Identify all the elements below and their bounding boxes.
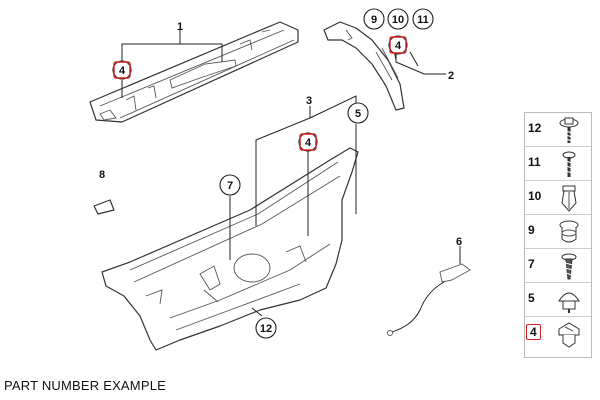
svg-text:9: 9 xyxy=(371,14,377,26)
legend-number: 11 xyxy=(528,155,541,169)
legend-row-10: 10 xyxy=(525,181,591,215)
svg-text:10: 10 xyxy=(392,14,404,26)
svg-text:5: 5 xyxy=(355,108,361,120)
expanding-nut-icon xyxy=(561,185,577,212)
callout-8: 8 xyxy=(99,169,105,181)
legend-row-11: 11 xyxy=(525,147,591,181)
callout-10: 10 xyxy=(387,8,409,30)
legend-row-5: 5 xyxy=(525,283,591,317)
svg-text:11: 11 xyxy=(417,14,429,26)
legend-number: 9 xyxy=(528,223,535,237)
trim-clip-icon xyxy=(558,322,580,348)
legend-number: 12 xyxy=(528,121,542,135)
callout-7: 7 xyxy=(219,174,241,196)
legend-row-7: 7 xyxy=(525,249,591,283)
svg-text:4: 4 xyxy=(305,137,312,149)
callout-1: 1 xyxy=(177,21,183,33)
legend-number: 10 xyxy=(528,189,542,203)
callout-4a: 4 xyxy=(112,60,132,80)
callout-4c: 4 xyxy=(298,132,318,152)
part-8-pad xyxy=(93,199,115,215)
legend-number: 7 xyxy=(528,257,535,271)
callout-6: 6 xyxy=(456,236,462,248)
plug-clip-icon xyxy=(559,220,579,243)
fastener-legend: 12 11 10 9 7 xyxy=(524,112,592,358)
callout-5: 5 xyxy=(347,102,369,124)
callout-11: 11 xyxy=(412,8,434,30)
legend-row-9: 9 xyxy=(525,215,591,249)
legend-row-4: 4 xyxy=(525,317,591,357)
svg-text:7: 7 xyxy=(227,180,233,192)
callout-2: 2 xyxy=(448,70,454,82)
legend-number: 5 xyxy=(528,291,535,305)
legend-number-highlighted: 4 xyxy=(526,324,541,340)
self-tapping-screw-icon xyxy=(561,253,577,280)
svg-text:4: 4 xyxy=(119,65,126,77)
callout-12: 12 xyxy=(255,317,277,339)
part-2-side-trim xyxy=(323,21,405,111)
legend-row-12: 12 xyxy=(525,113,591,147)
callout-3: 3 xyxy=(306,95,312,107)
callout-4b: 4 xyxy=(388,35,408,55)
dome-clip-icon xyxy=(558,292,580,313)
part-1-upper-trim xyxy=(89,21,299,123)
svg-text:4: 4 xyxy=(395,40,402,52)
screw-icon xyxy=(562,151,576,177)
svg-text:12: 12 xyxy=(260,323,272,335)
screw-with-washer-icon xyxy=(559,117,579,143)
callout-9: 9 xyxy=(363,8,385,30)
caption-text: PART NUMBER EXAMPLE xyxy=(4,378,167,393)
part-6-cable xyxy=(387,263,471,336)
